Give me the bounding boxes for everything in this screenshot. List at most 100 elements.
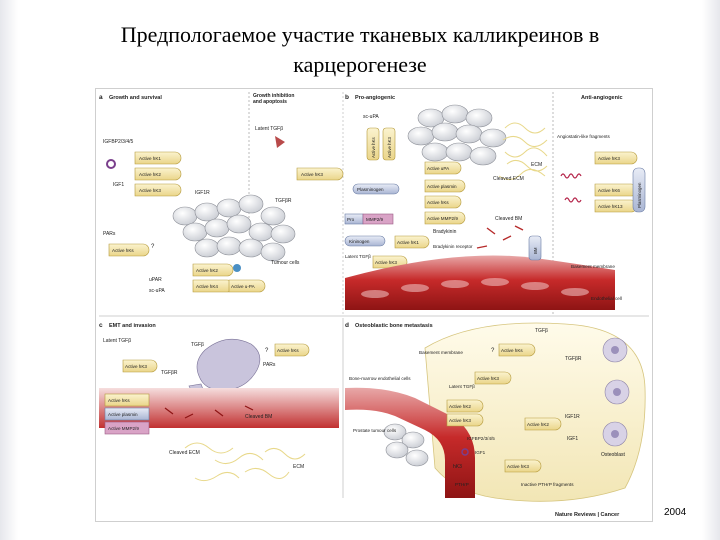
panel-a-box-hk2b: Active hK2: [192, 263, 234, 277]
panel-b-box-hk13: Active hK13: [594, 199, 638, 213]
panel-a-pars: PARs: [103, 231, 116, 237]
panel-a-box-hks: Active hKs: [108, 243, 150, 257]
panel-a-heading-left: Growth and survival: [109, 95, 162, 101]
panel-a-box-hk2: Active hK2: [134, 167, 182, 181]
svg-text:Active MMP2/9: Active MMP2/9: [108, 426, 139, 431]
panel-c-ecm-fibres: [184, 442, 306, 482]
svg-text:Active hK6: Active hK6: [598, 188, 620, 193]
panel-d-bone-region: [424, 322, 646, 502]
panel-d-bone-marrow: Bone-marrow endothelial cells: [349, 376, 411, 381]
panel-d-box-hk3a: Active hK3: [474, 371, 512, 385]
igfbp-ring-icon-d: [461, 448, 469, 456]
svg-text:BM: BM: [533, 247, 538, 254]
svg-text:Active plasmin: Active plasmin: [108, 412, 138, 417]
panel-b-scupa: sc-uPA: [363, 114, 379, 120]
panel-c-letter: c: [99, 322, 103, 329]
panel-b-cleaved-ecm: Cleaved ECM: [493, 176, 524, 182]
panel-b-box-hk1: Active hK1: [394, 235, 430, 249]
panel-d-tgfb: TGFβ: [535, 328, 548, 334]
svg-text:Active hKs: Active hKs: [277, 348, 299, 353]
panel-a-letter: a: [99, 94, 103, 101]
panel-a-upar: uPAR: [149, 277, 162, 283]
tgfb-chevron-icon: [275, 136, 285, 148]
panel-d-igfbp: IGFBP2/3/4/5: [467, 436, 495, 441]
svg-text:Active hK4: Active hK4: [196, 284, 218, 289]
kallikrein-figure: a Growth and survival Growth inhibition …: [95, 88, 653, 522]
panel-c-cleaved-ecm: Cleaved ECM: [169, 450, 200, 456]
panel-d-tumour-cells: [383, 423, 429, 467]
svg-text:Active hK3: Active hK3: [477, 376, 499, 381]
panel-b-kininogen: Kininogen: [344, 235, 386, 247]
svg-text:Active hK3: Active hK3: [375, 260, 397, 265]
panel-d-box-hk3b: Active hK3: [446, 413, 484, 427]
panel-d-box-hks: Active hKs: [498, 343, 536, 357]
panel-a-box-hk1: Active hK1: [134, 151, 182, 165]
panel-b-box-plasmin: Active plasmin: [424, 179, 466, 193]
panel-d: d Osteoblastic bone metastasis TGFβ TGFβ…: [345, 322, 646, 502]
panel-d-pthrp: PTHrP: [455, 482, 469, 487]
svg-text:Active u-PA: Active u-PA: [231, 284, 256, 289]
panel-c-latent-tgfb: Latent TGFβ: [103, 338, 131, 344]
panel-a-box-hk3: Active hK3: [134, 183, 182, 197]
figure-credit: Nature Reviews | Cancer: [555, 512, 620, 518]
igfbp-ring-icon: [106, 159, 116, 169]
panel-a-igfbp: IGFBP2/3/4/5: [103, 139, 134, 145]
panel-d-question: ?: [491, 348, 495, 354]
panel-b-bm-tab: BM: [528, 235, 542, 261]
panel-d-prostate: Prostate tumour cells: [353, 428, 397, 433]
panel-d-blood-vessel: [345, 387, 475, 498]
panel-c-bm-fragments: [164, 405, 254, 419]
panel-d-box-hk3c: Active hK3: [504, 459, 542, 473]
panel-b-plasminogen: Plasminogen: [352, 183, 400, 195]
receptor-icon: [233, 264, 241, 272]
svg-text:Active hKs: Active hKs: [501, 348, 523, 353]
svg-text:Active hK1: Active hK1: [397, 240, 419, 245]
svg-text:Active hK13: Active hK13: [598, 204, 623, 209]
panel-b-heading-left: Pro-angiogenic: [355, 95, 395, 101]
svg-text:MMP2/9: MMP2/9: [366, 217, 384, 222]
svg-text:Active hK2: Active hK2: [139, 172, 161, 177]
panel-c-question: ?: [265, 348, 269, 354]
panel-c-box-plasmin: Active plasmin: [104, 407, 150, 421]
panel-d-osteoblasts: [602, 337, 630, 447]
panel-c-migrating-cell: [196, 338, 261, 391]
panel-a-igf1: IGF1: [113, 182, 124, 188]
panel-b-letter: b: [345, 94, 349, 101]
slide-title-line-2: карцерогенезе: [293, 52, 427, 77]
panel-d-igf1: IGF1: [475, 450, 486, 455]
panel-c-box-hk3: Active hK3: [122, 359, 158, 373]
svg-text:Active hKs: Active hKs: [371, 136, 376, 158]
panel-a-heading-right-1: Growth inhibition: [253, 93, 294, 99]
panel-b-box-hk3-right: Active hK3: [594, 151, 638, 165]
panel-d-inactive: Inactive PTHrP fragments: [521, 482, 574, 487]
panel-d-basement: Basement membrane: [419, 350, 463, 355]
panel-c-cleaved-bm: Cleaved BM: [245, 414, 272, 420]
panel-a-question: ?: [151, 244, 155, 250]
svg-text:Active plasmin: Active plasmin: [427, 184, 457, 189]
panel-c-box-hks: Active hKs: [274, 343, 310, 357]
panel-b-box-hk6: Active hK6: [594, 183, 638, 197]
panel-b-box-mmp: Active MMP2/9: [424, 211, 466, 225]
svg-text:Active hK3: Active hK3: [301, 172, 323, 177]
svg-text:Active hK2: Active hK2: [196, 268, 218, 273]
slide-title-line-1: Предпологаемое участие тканевых калликре…: [120, 22, 600, 47]
panel-c: c EMT and invasion Latent TGFβ TGFβ Acti…: [99, 322, 339, 482]
panel-a: a Growth and survival Growth inhibition …: [99, 92, 344, 294]
svg-text:Active MMP2/9: Active MMP2/9: [427, 216, 458, 221]
panel-b-blood-vessel: [345, 255, 615, 310]
svg-text:Plasminogen: Plasminogen: [357, 187, 384, 192]
svg-text:Active hKs: Active hKs: [112, 248, 134, 253]
svg-text:Active hKs: Active hKs: [427, 200, 449, 205]
svg-text:Pro: Pro: [347, 217, 355, 222]
panel-c-basement-membrane: [99, 388, 339, 428]
panel-d-letter: d: [345, 322, 349, 329]
svg-text:Active hK2: Active hK2: [527, 422, 549, 427]
panel-b-vessel-cells: [361, 278, 589, 298]
svg-text:Active hK1: Active hK1: [139, 156, 161, 161]
panel-b-basement: Basement membrane: [571, 264, 615, 269]
panel-b-plasminogen-vertical: Plasminogen: [632, 167, 646, 213]
svg-text:Active hK3: Active hK3: [507, 464, 529, 469]
slide-title: Предпологаемое участие тканевых калликре…: [40, 20, 680, 80]
panel-b-latent-tgfb: Latent TGFβ: [345, 254, 371, 259]
panel-a-scupa: sc-uPA: [149, 288, 165, 294]
